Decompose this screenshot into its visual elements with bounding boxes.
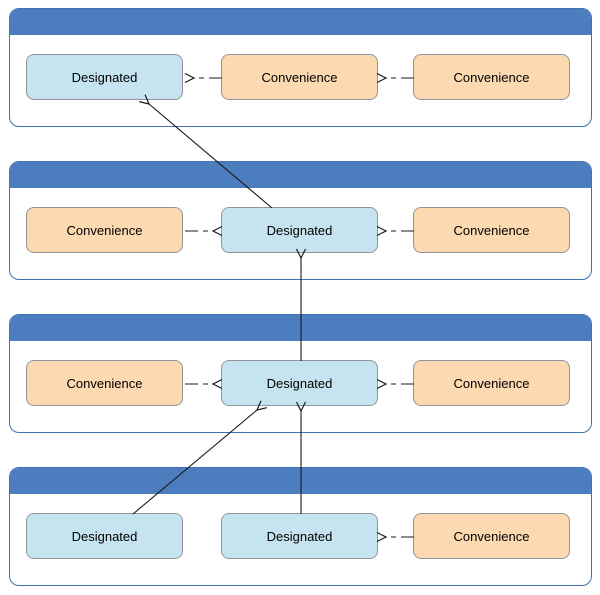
box-convenience: Convenience bbox=[26, 207, 183, 253]
box-label: Designated bbox=[71, 528, 138, 544]
box-label: Convenience bbox=[453, 528, 530, 544]
box-label: Designated bbox=[266, 222, 333, 238]
box-designated: Designated bbox=[26, 54, 183, 100]
box-designated: Designated bbox=[26, 513, 183, 559]
class-group-4-header-bar bbox=[10, 468, 591, 494]
class-group-1-header-bar bbox=[10, 9, 591, 35]
class-group-4: Designated Designated Convenience bbox=[9, 467, 592, 586]
box-designated: Designated bbox=[221, 360, 378, 406]
box-label: Convenience bbox=[66, 222, 143, 238]
box-label: Convenience bbox=[66, 375, 143, 391]
box-label: Designated bbox=[71, 69, 138, 85]
box-convenience: Convenience bbox=[413, 54, 570, 100]
box-label: Convenience bbox=[453, 69, 530, 85]
box-convenience: Convenience bbox=[413, 513, 570, 559]
class-group-2: Convenience Designated Convenience bbox=[9, 161, 592, 280]
class-group-3: Convenience Designated Convenience bbox=[9, 314, 592, 433]
class-group-3-header-bar bbox=[10, 315, 591, 341]
box-convenience: Convenience bbox=[26, 360, 183, 406]
box-label: Designated bbox=[266, 375, 333, 391]
box-convenience: Convenience bbox=[413, 360, 570, 406]
box-convenience: Convenience bbox=[413, 207, 570, 253]
box-label: Designated bbox=[266, 528, 333, 544]
box-label: Convenience bbox=[261, 69, 338, 85]
class-group-2-header-bar bbox=[10, 162, 591, 188]
box-convenience: Convenience bbox=[221, 54, 378, 100]
box-designated: Designated bbox=[221, 207, 378, 253]
box-designated: Designated bbox=[221, 513, 378, 559]
class-group-1: Designated Convenience Convenience bbox=[9, 8, 592, 127]
box-label: Convenience bbox=[453, 222, 530, 238]
box-label: Convenience bbox=[453, 375, 530, 391]
